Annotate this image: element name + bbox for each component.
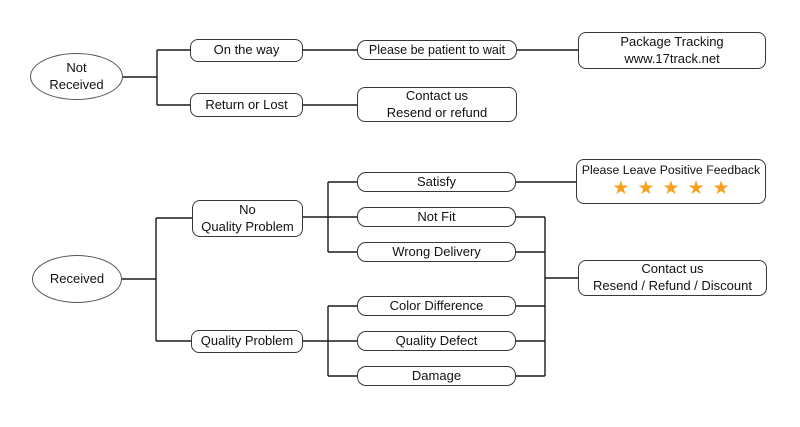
node-be-patient: Please be patient to wait (357, 40, 517, 60)
node-quality-problem: Quality Problem (191, 330, 303, 353)
node-package-tracking-label: Package Tracking www.17track.net (620, 33, 724, 66)
node-on-the-way: On the way (190, 39, 303, 62)
node-not-fit: Not Fit (357, 207, 516, 227)
star-icon: ★ (662, 176, 680, 199)
node-contact-not-received-label: Contact us Resend or refund (386, 87, 488, 120)
node-color-difference-label: Color Difference (389, 297, 484, 313)
node-not-received-label: Not Received (49, 59, 104, 92)
node-received: Received (32, 255, 122, 303)
node-quality-defect: Quality Defect (357, 331, 516, 351)
node-wrong-delivery: Wrong Delivery (357, 242, 516, 262)
star-icon: ★ (637, 176, 655, 199)
node-package-tracking: Package Tracking www.17track.net (578, 32, 766, 69)
node-not-fit-label: Not Fit (417, 208, 456, 224)
node-color-difference: Color Difference (357, 296, 516, 316)
node-damage: Damage (357, 366, 516, 386)
node-contact-not-received: Contact us Resend or refund (357, 87, 517, 122)
node-return-or-lost: Return or Lost (190, 93, 303, 117)
node-no-quality-problem: No Quality Problem (192, 200, 303, 237)
star-icon: ★ (712, 176, 730, 199)
star-icon: ★ (612, 176, 630, 199)
node-satisfy-label: Satisfy (416, 173, 456, 189)
node-quality-defect-label: Quality Defect (395, 332, 478, 348)
node-contact-received-label: Contact us Resend / Refund / Discount (593, 261, 752, 293)
node-satisfy: Satisfy (357, 172, 516, 192)
node-wrong-delivery-label: Wrong Delivery (392, 243, 481, 259)
node-contact-received: Contact us Resend / Refund / Discount (578, 260, 767, 296)
node-damage-label: Damage (411, 367, 462, 383)
node-positive-feedback: Please Leave Positive Feedback ★ ★ ★ ★ ★ (576, 159, 766, 204)
node-return-or-lost-label: Return or Lost (205, 96, 288, 112)
node-quality-problem-label: Quality Problem (200, 333, 294, 349)
node-be-patient-label: Please be patient to wait (368, 43, 506, 57)
star-rating: ★ ★ ★ ★ ★ (612, 176, 730, 199)
node-received-label: Received (49, 270, 105, 286)
star-icon: ★ (687, 176, 705, 199)
node-not-received: Not Received (30, 53, 123, 100)
node-no-quality-problem-label: No Quality Problem (201, 201, 294, 234)
node-positive-feedback-label: Please Leave Positive Feedback (581, 163, 761, 177)
node-on-the-way-label: On the way (213, 42, 280, 58)
